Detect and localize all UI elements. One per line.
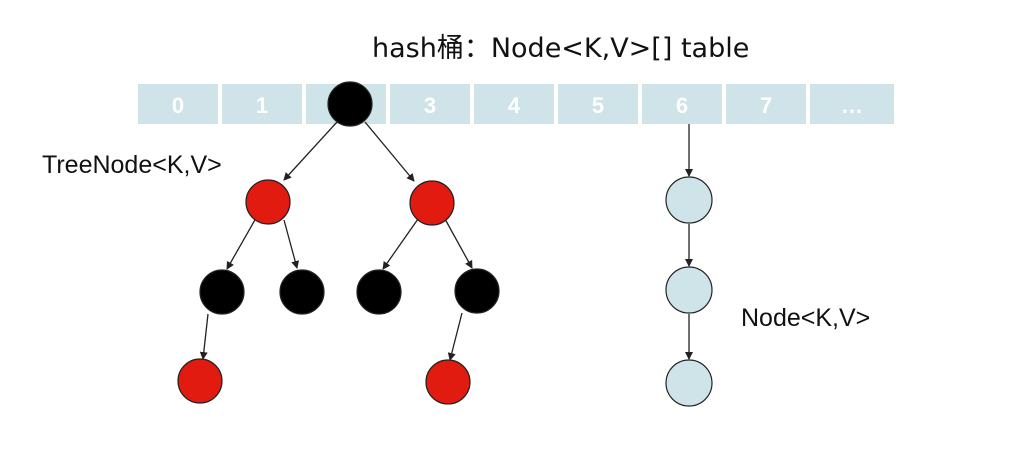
edges <box>199 121 693 361</box>
bucket-1-label: 1 <box>256 93 268 118</box>
bucket-0 <box>136 82 220 126</box>
edge-ll-leaf <box>199 313 209 360</box>
edge-r1-rl <box>382 218 419 270</box>
tree-node-black-4 <box>454 268 500 314</box>
list-node-3 <box>665 359 713 407</box>
edge-l1-ll <box>226 217 257 270</box>
bucket-table: 0 1 3 4 5 6 7 … <box>136 82 896 126</box>
linked-list <box>665 176 713 407</box>
root-node <box>327 81 373 127</box>
bucket-8-label: … <box>841 93 863 118</box>
tree-node-black-3 <box>356 269 402 315</box>
tree-node-black-2 <box>279 269 325 315</box>
tree-node-red-leaf-1 <box>177 358 223 404</box>
edge-r1-rr <box>444 218 473 269</box>
node-label: Node<K,V> <box>741 304 871 332</box>
edge-root-right <box>364 121 415 182</box>
bucket-1 <box>220 82 304 126</box>
red-black-tree <box>177 81 500 405</box>
bucket-7 <box>724 82 808 126</box>
tree-node-red-right <box>409 180 455 226</box>
list-node-2 <box>665 266 713 314</box>
edge-rr-leaf <box>447 312 463 361</box>
bucket-8 <box>808 82 896 126</box>
bucket-7-label: 7 <box>760 93 772 118</box>
tree-node-black-1 <box>199 269 245 315</box>
bucket-3-label: 3 <box>424 93 436 118</box>
bucket-4-label: 4 <box>508 93 521 118</box>
bucket-4 <box>472 82 556 126</box>
tree-node-red-left <box>245 179 291 225</box>
edge-root-left <box>283 121 338 181</box>
list-node-1 <box>665 176 713 224</box>
bucket-0-label: 0 <box>172 93 184 118</box>
tree-node-red-leaf-2 <box>425 359 471 405</box>
bucket-5 <box>556 82 640 126</box>
edge-l1-lr <box>283 219 300 269</box>
bucket-5-label: 5 <box>592 93 604 118</box>
diagram-title: hash桶：Node<K,V>[] table <box>372 33 750 64</box>
treenode-label: TreeNode<K,V> <box>42 151 222 179</box>
bucket-3 <box>388 82 472 126</box>
bucket-6 <box>640 82 724 126</box>
bucket-6-label: 6 <box>676 93 688 118</box>
